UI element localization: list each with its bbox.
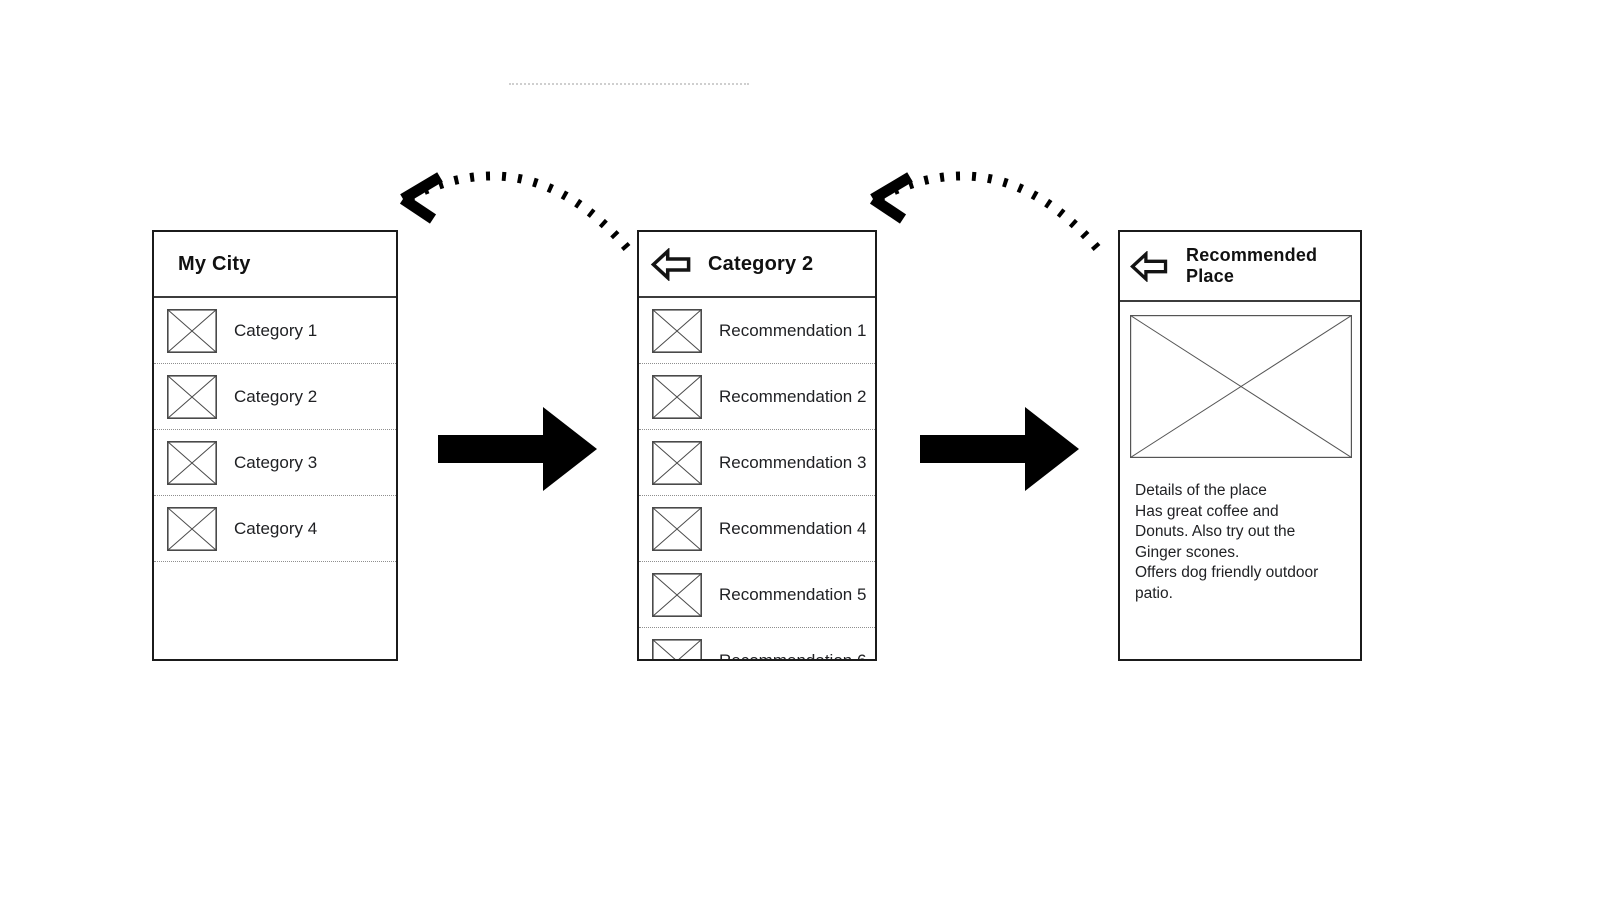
recommendation-list: Recommendation 1 Recommendation 2 Recomm… (639, 298, 875, 661)
category-list: Category 1 Category 2 Category 3 (154, 298, 396, 562)
image-placeholder-icon (167, 506, 217, 551)
list-item-category-3[interactable]: Category 3 (154, 430, 396, 496)
back-nav-dotted-arrow-icon (869, 171, 1101, 251)
list-item-recommendation-5[interactable]: Recommendation 5 (639, 562, 875, 628)
image-placeholder-icon (652, 506, 702, 551)
screen-header: Recommended Place (1120, 232, 1360, 302)
forward-flow-arrow-icon (438, 407, 597, 491)
screen-title: My City (178, 253, 251, 275)
image-placeholder-icon (167, 374, 217, 419)
place-detail-body: Details of the place Has great coffee an… (1120, 302, 1360, 604)
image-placeholder-icon (652, 374, 702, 419)
list-item-label: Recommendation 2 (719, 386, 867, 406)
list-item-recommendation-3[interactable]: Recommendation 3 (639, 430, 875, 496)
image-placeholder-icon (167, 440, 217, 485)
list-item-category-1[interactable]: Category 1 (154, 298, 396, 364)
screen-title: Category 2 (708, 253, 814, 275)
place-image-placeholder-icon (1130, 315, 1352, 458)
image-placeholder-icon (652, 638, 702, 659)
screen-my-city: My City Category 1 Category 2 (152, 230, 398, 661)
image-placeholder-icon (167, 308, 217, 353)
list-item-label: Recommendation 4 (719, 518, 867, 538)
list-item-label: Recommendation 1 (719, 320, 867, 340)
list-item-label: Recommendation 6 (719, 650, 867, 661)
list-item-label: Category 3 (234, 452, 318, 472)
place-details-text: Details of the place Has great coffee an… (1135, 482, 1319, 602)
list-item-label: Category 2 (234, 386, 318, 406)
list-item-label: Category 1 (234, 320, 318, 340)
list-item-label: Category 4 (234, 518, 318, 538)
screen-recommended-place: Recommended Place Details of the place H… (1118, 230, 1362, 661)
list-item-category-2[interactable]: Category 2 (154, 364, 396, 430)
list-item-recommendation-4[interactable]: Recommendation 4 (639, 496, 875, 562)
back-arrow-icon[interactable] (1129, 250, 1169, 282)
back-arrow-icon[interactable] (650, 247, 692, 281)
list-item-recommendation-1[interactable]: Recommendation 1 (639, 298, 875, 364)
list-item-label: Recommendation 5 (719, 584, 867, 604)
image-placeholder-icon (652, 572, 702, 617)
screen-header: My City (154, 232, 396, 298)
list-item-recommendation-6[interactable]: Recommendation 6 (639, 628, 875, 661)
forward-flow-arrow-icon (920, 407, 1079, 491)
list-item-label: Recommendation 3 (719, 452, 867, 472)
top-dotted-divider (509, 83, 749, 85)
screen-category-2: Category 2 Recommendation 1 Recommendati… (637, 230, 877, 661)
image-placeholder-icon (652, 308, 702, 353)
image-placeholder-icon (652, 440, 702, 485)
screen-title: Recommended Place (1186, 245, 1318, 286)
screen-header: Category 2 (639, 232, 875, 298)
list-item-category-4[interactable]: Category 4 (154, 496, 396, 562)
back-nav-dotted-arrow-icon (399, 171, 631, 251)
list-item-recommendation-2[interactable]: Recommendation 2 (639, 364, 875, 430)
